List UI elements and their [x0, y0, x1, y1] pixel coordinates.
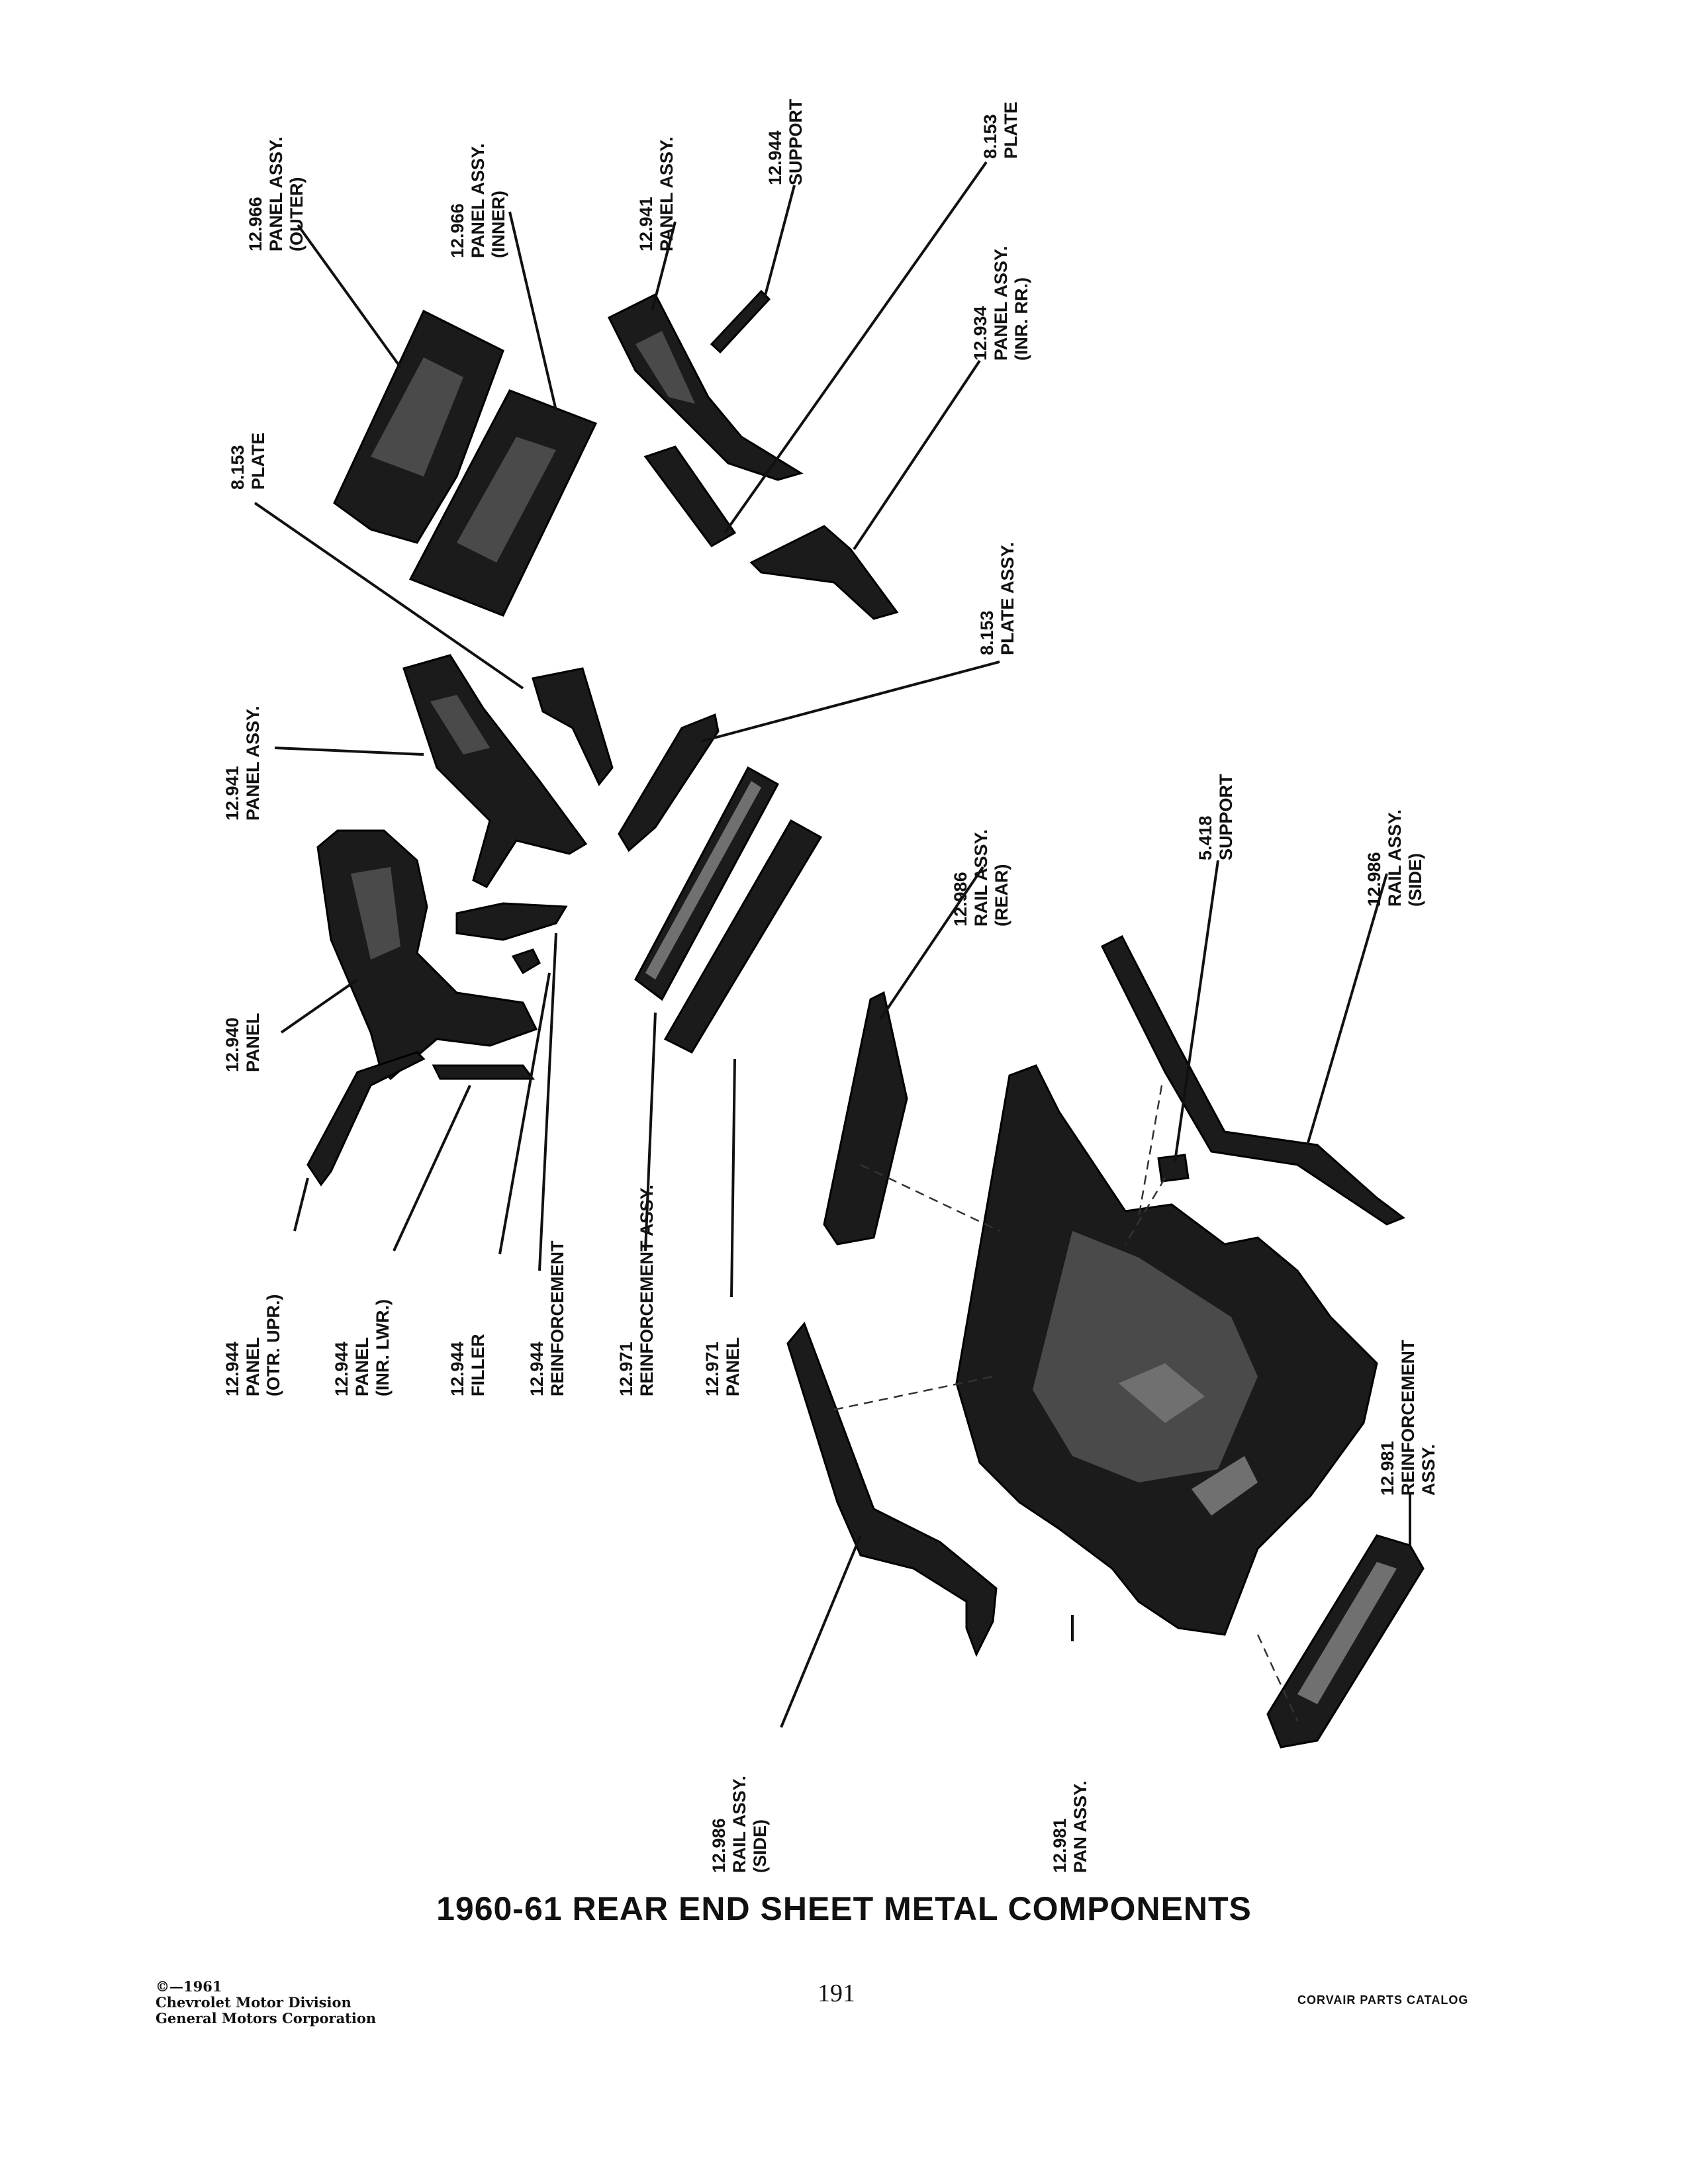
- part-panel-otr-upr: [306, 1051, 426, 1187]
- label-panel-12971: 12.971 PANEL: [702, 1337, 743, 1396]
- part-reinforcement-assy-12981: [1266, 1534, 1425, 1749]
- part-rail-assy-side-right: [1100, 934, 1406, 1226]
- label-panel-inr-lwr: 12.944 PANEL (INR. LWR.): [332, 1299, 393, 1396]
- part-support-12944: [710, 289, 771, 354]
- leader-lines: [254, 161, 1411, 1728]
- label-panel-assy-12941-mid: 12.941 PANEL ASSY.: [222, 705, 263, 821]
- label-plate-8153-left: 8.153 PLATE: [228, 433, 268, 490]
- label-panel-assy-12941-top: 12.941 PANEL ASSY.: [636, 136, 677, 251]
- label-rail-assy-side-right: 12.986 RAIL ASSY. (SIDE): [1364, 804, 1425, 907]
- part-support-5418: [1157, 1154, 1190, 1183]
- part-panel-assy-inr-rr: [749, 525, 899, 620]
- part-panel-assy-12941-top: [607, 293, 804, 481]
- part-rail-assy-rear: [823, 991, 908, 1246]
- copyright-line: General Motors Corporation: [156, 2010, 377, 2026]
- part-panel-assy-inner: [408, 389, 598, 617]
- part-plate-8153-left: [532, 667, 614, 786]
- part-filler-12944: [511, 948, 541, 975]
- label-panel-assy-outer: 12.966 PANEL ASSY. (OUTER): [246, 132, 306, 251]
- label-pan-assy-12981: 12.981 PAN ASSY.: [1050, 1780, 1090, 1873]
- page-number: 191: [818, 1979, 855, 2007]
- copyright-line: Chevrolet Motor Division: [156, 1994, 352, 2011]
- assembly-dash-lines: [833, 1085, 1299, 1721]
- label-rail-assy-rear: 12.986 RAIL ASSY. (REAR): [951, 824, 1011, 927]
- page-caption: 1960-61 REAR END SHEET METAL COMPONENTS: [436, 1890, 1252, 1927]
- copyright-line: ©—1961: [156, 1978, 222, 1995]
- label-panel-assy-inr-rr: 12.934 PANEL ASSY. (INR. RR.): [970, 241, 1031, 361]
- catalog-name: CORVAIR PARTS CATALOG: [1297, 1993, 1469, 2007]
- part-panel-12940: [316, 829, 538, 1081]
- part-rail-assy-side-left: [786, 1322, 998, 1657]
- label-support-5418: 5.418 SUPPORT: [1196, 774, 1236, 860]
- label-filler-12944: 12.944 FILLER: [447, 1334, 488, 1397]
- copyright-block: ©—1961 Chevrolet Motor Division General …: [156, 1979, 376, 2026]
- label-plate-8153-top-right: 8.153 PLATE: [980, 102, 1021, 159]
- part-panel-12971: [663, 819, 823, 1054]
- label-panel-otr-upr: 12.944 PANEL (OTR. UPR.): [222, 1295, 283, 1397]
- part-plate-assy-8153: [618, 713, 720, 852]
- part-reinforcement-assy-12971: [634, 766, 780, 1001]
- part-panel-assy-outer: [333, 309, 504, 544]
- label-support-12944: 12.944 SUPPORT: [765, 99, 806, 185]
- label-plate-assy-8153: 8.153 PLATE ASSY.: [977, 542, 1017, 655]
- part-panel-assy-12941-mid: [402, 654, 588, 888]
- label-reinforcement-12944: 12.944 REINFORCEMENT: [527, 1240, 567, 1396]
- part-panel-inr-lwr: [432, 1064, 535, 1080]
- label-panel-assy-inner: 12.966 PANEL ASSY. (INNER): [447, 138, 508, 258]
- label-panel-12940: 12.940 PANEL: [222, 1013, 263, 1072]
- label-rail-assy-side-left: 12.986 RAIL ASSY. (SIDE): [709, 1770, 770, 1873]
- label-reinforcement-assy-12971: 12.971 REINFORCEMENT ASSY.: [616, 1185, 657, 1396]
- part-plate-8153-top: [643, 445, 737, 547]
- part-reinforcement-12944: [455, 902, 568, 941]
- part-pan-assy-12981: [955, 1064, 1378, 1636]
- label-reinforcement-assy-12981: 12.981 REINFORCEMENT ASSY.: [1378, 1335, 1438, 1496]
